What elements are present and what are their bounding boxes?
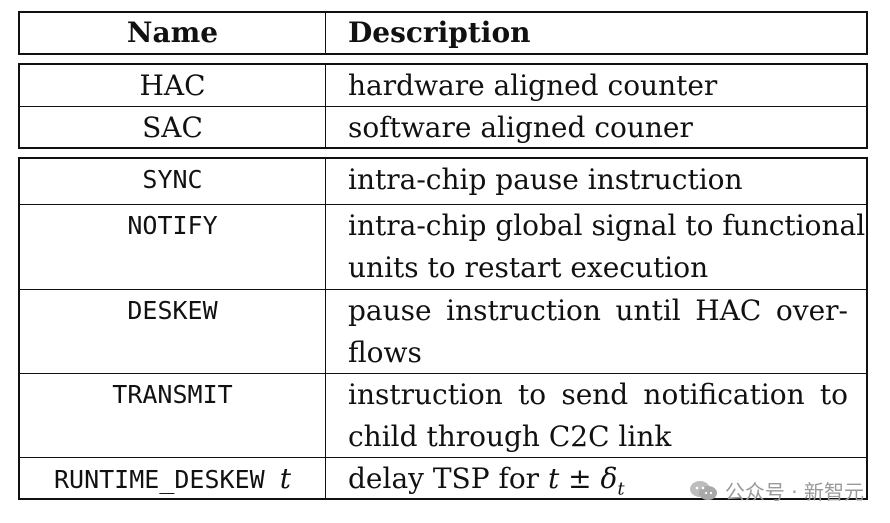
instruction-block: SYNC intra-chip pause instruction NOTIFY… [18, 157, 868, 500]
header-row: Name Description [20, 13, 866, 53]
row-description: intra-chip global signal to functional u… [325, 205, 866, 289]
row-description: software aligned couner [325, 107, 866, 147]
header-block: Name Description [18, 11, 868, 55]
table-row: DESKEW pause instruction until HAC over-… [20, 289, 866, 373]
delta-subscript: t [617, 478, 625, 500]
table-row: HAC hardware aligned counter [20, 65, 866, 106]
row-name: HAC [139, 69, 206, 102]
delta-symbol: δ [600, 462, 618, 495]
param-t: t [279, 462, 292, 495]
delay-text: delay TSP for [348, 462, 540, 495]
table-row: SAC software aligned couner [20, 106, 866, 147]
table-row: RUNTIME_DESKEW t delay TSP for t ± δt [20, 457, 866, 500]
row-name: SYNC [142, 165, 203, 194]
watermark: 公众号 · 新智元 [689, 476, 864, 505]
row-description: hardware aligned counter [325, 65, 866, 106]
row-name: DESKEW [127, 296, 218, 325]
var-t: t [547, 462, 560, 495]
table-row: SYNC intra-chip pause instruction [20, 159, 866, 204]
row-description: intra-chip pause instruction [325, 159, 866, 204]
row-name: TRANSMIT [112, 380, 233, 409]
table-row: TRANSMIT instruction to send notificatio… [20, 373, 866, 457]
row-description: pause instruction until HAC over- flows [325, 290, 866, 373]
row-name: RUNTIME_DESKEW t [20, 458, 325, 498]
table-row: NOTIFY intra-chip global signal to funct… [20, 204, 866, 289]
plus-minus: ± [568, 462, 592, 495]
counter-block: HAC hardware aligned counter SAC softwar… [18, 63, 868, 149]
row-description: instruction to send notification to chil… [325, 374, 866, 457]
watermark-text: 公众号 · 新智元 [724, 480, 864, 504]
runtime-deskew-name: RUNTIME_DESKEW [53, 465, 265, 494]
wechat-icon [689, 480, 717, 500]
row-name: NOTIFY [127, 211, 218, 240]
row-description: delay TSP for t ± δt [325, 458, 866, 500]
row-name: SAC [142, 111, 203, 144]
header-name: Name [126, 16, 219, 49]
header-description: Description [325, 13, 866, 53]
